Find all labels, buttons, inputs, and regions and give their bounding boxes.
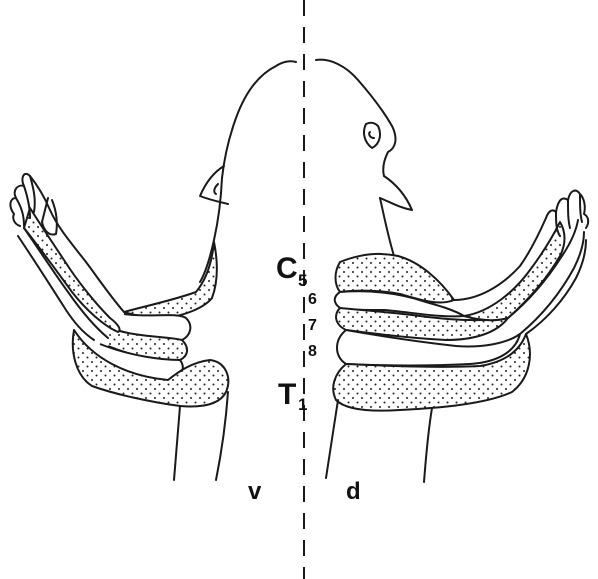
dorsal-eye-pupil	[369, 132, 374, 138]
label-t-subscript: 1	[298, 395, 307, 414]
label-8: 8	[308, 343, 317, 360]
dorsal-neck	[380, 198, 394, 256]
dorsal-snout	[380, 176, 412, 210]
dorsal-lower-body	[326, 400, 432, 482]
ventral-fingers	[10, 174, 48, 226]
ventral-arm-band-dotted	[24, 208, 120, 332]
dorsal-view	[316, 60, 588, 482]
ventral-ear	[200, 166, 228, 204]
dorsal-eye	[364, 123, 380, 148]
label-c-subscript: 5	[298, 271, 307, 290]
dorsal-head-outline	[316, 60, 395, 176]
label-7: 7	[308, 317, 317, 334]
label-ventral: v	[248, 478, 262, 505]
ventral-band-c5	[124, 242, 217, 318]
dorsal-fingers	[546, 191, 588, 236]
label-dorsal: d	[346, 478, 361, 505]
label-t: T	[278, 378, 296, 411]
ventral-view	[10, 61, 296, 480]
label-6: 6	[308, 291, 317, 308]
ventral-ear-inner	[214, 184, 218, 194]
label-c: C	[276, 252, 298, 285]
